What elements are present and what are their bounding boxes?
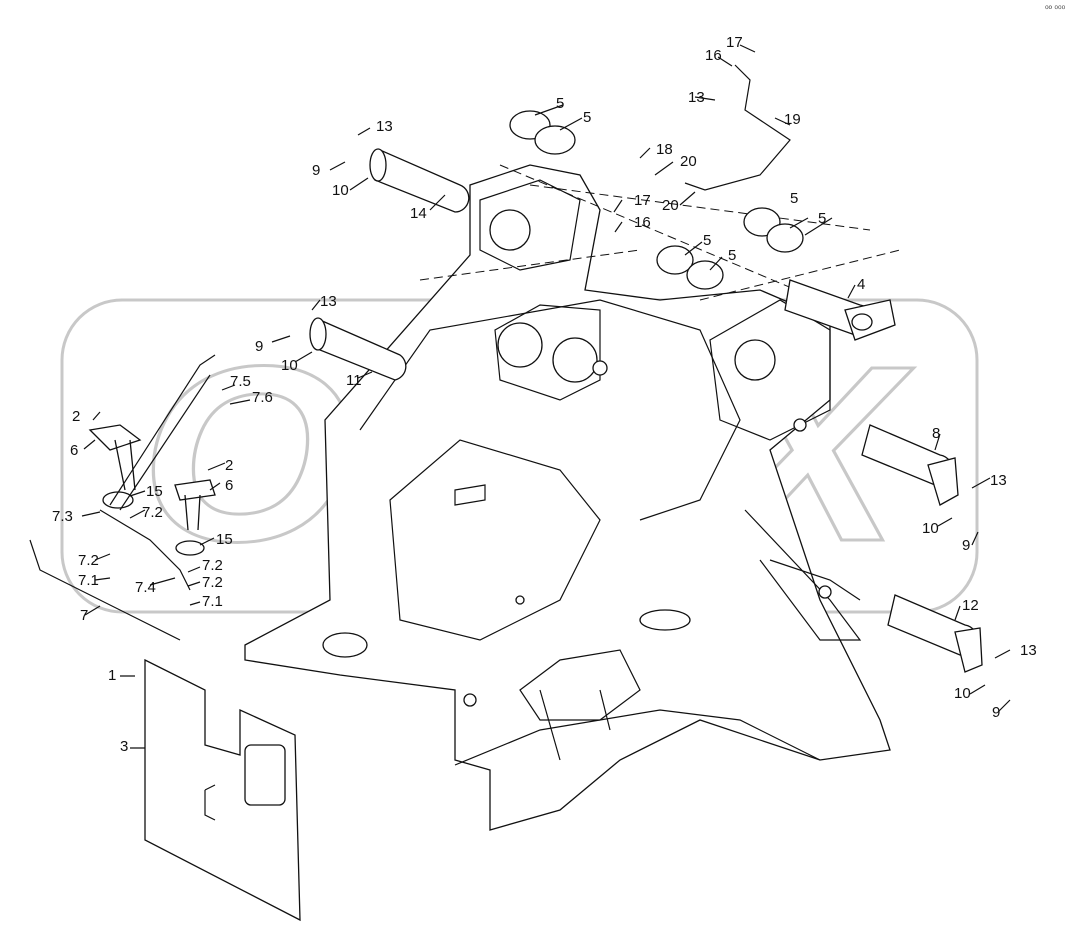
callout-label-13a: 13 bbox=[688, 89, 705, 106]
callout-label-1: 1 bbox=[108, 667, 116, 684]
callout-label-15a: 15 bbox=[146, 483, 163, 500]
callout-label-13c: 13 bbox=[320, 293, 337, 310]
callout-label-6b: 6 bbox=[225, 477, 233, 494]
pin-11 bbox=[309, 317, 407, 381]
callout-label-17b: 17 bbox=[634, 192, 651, 209]
callout-label-13b: 13 bbox=[376, 118, 393, 135]
callout-label-8: 8 bbox=[932, 425, 940, 442]
callout-label-7-5: 7.5 bbox=[230, 373, 251, 390]
callout-label-7: 7 bbox=[80, 607, 88, 624]
callout-label-9b: 9 bbox=[255, 338, 263, 355]
callout-label-11: 11 bbox=[346, 372, 362, 389]
callout-label-7-6: 7.6 bbox=[252, 389, 273, 406]
callout-label-3: 3 bbox=[120, 738, 128, 755]
callout-label-7-2d: 7.2 bbox=[202, 574, 223, 591]
cover-plate-3 bbox=[144, 658, 301, 922]
grease-line-19 bbox=[684, 64, 791, 191]
pin-4 bbox=[784, 279, 896, 341]
callout-label-10a: 10 bbox=[332, 182, 349, 199]
bracket-assembly-7 bbox=[29, 354, 216, 641]
callout-label-7-1b: 7.1 bbox=[202, 593, 223, 610]
callout-label-14: 14 bbox=[410, 205, 427, 222]
callout-label-5c: 5 bbox=[703, 232, 711, 249]
callout-label-20a: 20 bbox=[680, 153, 697, 170]
callout-label-10c: 10 bbox=[922, 520, 939, 537]
callout-label-5d: 5 bbox=[728, 247, 736, 264]
callout-label-13e: 13 bbox=[1020, 642, 1037, 659]
callout-label-13d: 13 bbox=[990, 472, 1007, 489]
callout-label-5a: 5 bbox=[556, 95, 564, 112]
callout-label-16a: 16 bbox=[705, 47, 722, 64]
frame-assembly bbox=[244, 164, 901, 831]
callout-label-7-2a: 7.2 bbox=[142, 504, 163, 521]
pin-12 bbox=[887, 594, 983, 673]
washers-5 bbox=[509, 110, 804, 290]
callout-label-9a: 9 bbox=[312, 162, 320, 179]
callout-label-20b: 20 bbox=[662, 197, 679, 214]
callout-label-10b: 10 bbox=[281, 357, 298, 374]
callout-label-5e: 5 bbox=[790, 190, 798, 207]
callout-label-5f: 5 bbox=[818, 210, 826, 227]
callout-label-7-1a: 7.1 bbox=[78, 572, 99, 589]
callout-label-9c: 9 bbox=[962, 537, 970, 554]
callout-label-4: 4 bbox=[857, 276, 865, 293]
callout-label-16b: 16 bbox=[634, 214, 651, 231]
callout-label-2b: 2 bbox=[225, 457, 233, 474]
pin-8 bbox=[861, 424, 959, 506]
callout-label-7-4: 7.4 bbox=[135, 579, 156, 596]
callout-labels: 1716131955139101418202017165555413910117… bbox=[52, 34, 1037, 755]
callout-label-18: 18 bbox=[656, 141, 673, 158]
callout-label-7-3: 7.3 bbox=[52, 508, 73, 525]
callout-label-7-2b: 7.2 bbox=[78, 552, 99, 569]
callout-label-10d: 10 bbox=[954, 685, 971, 702]
callout-label-15b: 15 bbox=[216, 531, 233, 548]
callout-label-7-2c: 7.2 bbox=[202, 557, 223, 574]
callout-label-19: 19 bbox=[784, 111, 801, 128]
callout-label-12: 12 bbox=[962, 597, 979, 614]
callout-label-5b: 5 bbox=[583, 109, 591, 126]
leader-lines bbox=[81, 44, 1011, 749]
corner-mark: ⁰º ⁰⁰⁰ bbox=[1045, 4, 1066, 14]
callout-label-17a: 17 bbox=[726, 34, 743, 51]
callout-label-2a: 2 bbox=[72, 408, 80, 425]
callout-label-6a: 6 bbox=[70, 442, 78, 459]
pin-14 bbox=[369, 148, 470, 213]
callout-label-9d: 9 bbox=[992, 704, 1000, 721]
